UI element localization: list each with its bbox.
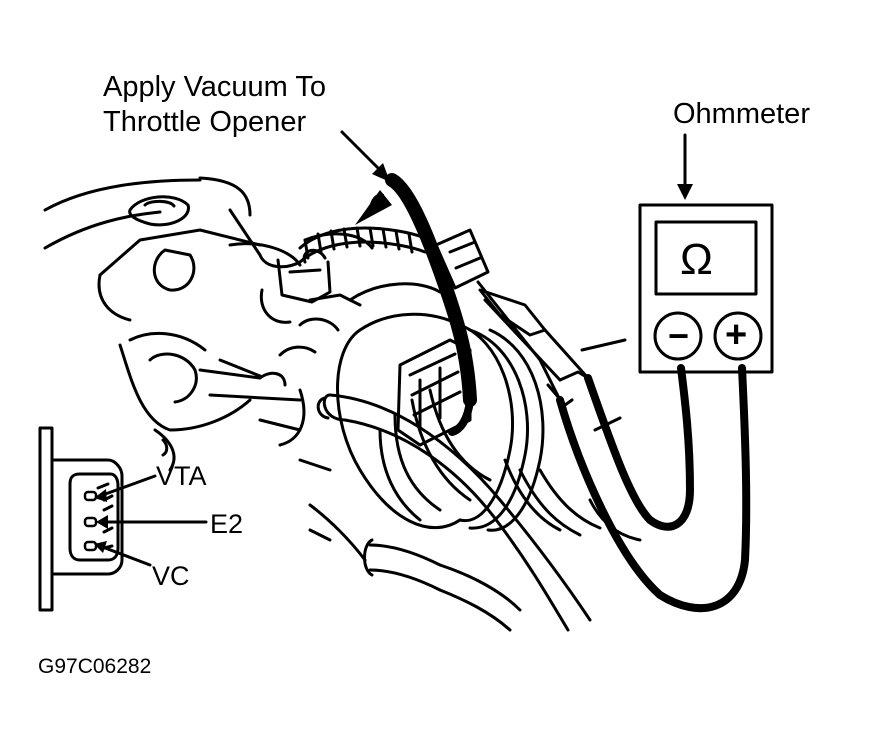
throttle-body bbox=[336, 323, 642, 542]
ohmmeter-label: Ohmmeter bbox=[673, 98, 810, 130]
negative-terminal: − bbox=[668, 315, 690, 356]
figure-code: G97C06282 bbox=[38, 655, 152, 678]
ohmmeter bbox=[638, 203, 774, 374]
tps-sensor bbox=[396, 338, 472, 447]
leader-lines bbox=[98, 130, 687, 567]
connector-inset bbox=[38, 426, 124, 612]
arrowheads bbox=[94, 163, 693, 553]
meter-leads bbox=[476, 280, 751, 613]
vta-pin-label: VTA bbox=[156, 461, 207, 491]
vacuum-label-line-2: Throttle Opener bbox=[103, 106, 307, 138]
vc-pin-label: VC bbox=[152, 561, 190, 591]
vacuum-hose bbox=[385, 173, 477, 436]
hose-connector bbox=[434, 228, 490, 290]
positive-terminal: + bbox=[725, 314, 748, 356]
throttle-opener bbox=[298, 226, 427, 264]
vacuum-label-line-1: Apply Vacuum To bbox=[103, 71, 326, 103]
lower-hose bbox=[316, 393, 592, 632]
e2-pin-label: E2 bbox=[210, 509, 244, 539]
ohm-symbol: Ω bbox=[680, 235, 713, 284]
